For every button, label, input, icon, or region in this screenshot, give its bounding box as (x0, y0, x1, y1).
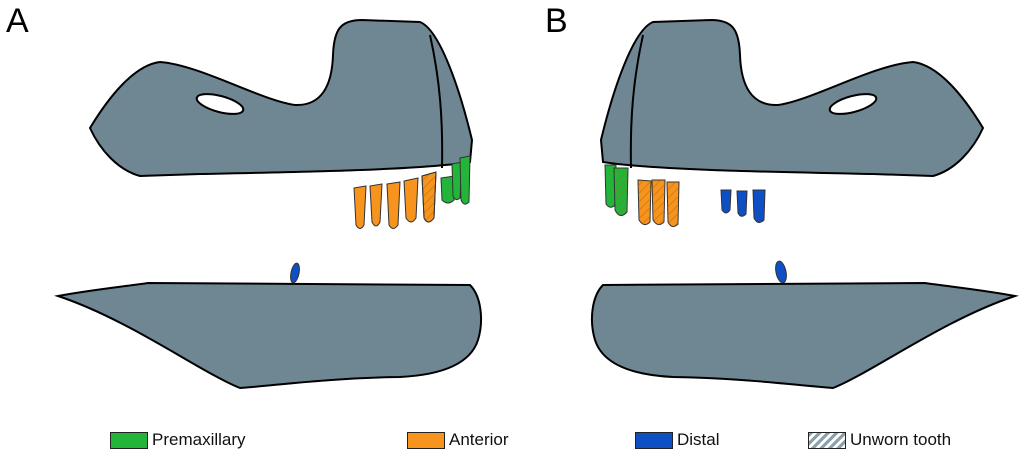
legend-anterior: Anterior (407, 430, 509, 450)
tooth-premaxillary (459, 155, 471, 205)
tooth-anterior-unworn (421, 171, 437, 223)
legend-label: Anterior (449, 430, 509, 449)
suture-line-a (429, 34, 444, 169)
tooth-distal-unworn (775, 260, 787, 284)
tooth-premaxillary (451, 161, 463, 201)
legend-label: Premaxillary (152, 430, 246, 449)
tooth-anterior (369, 183, 383, 227)
teeth-a (353, 155, 471, 229)
upper-jaw-b (599, 18, 985, 178)
legend-premaxillary: Premaxillary (110, 430, 246, 450)
tooth-distal (736, 190, 748, 217)
tooth-distal (752, 189, 766, 224)
tooth-anterior (353, 185, 367, 229)
tooth-distal (290, 262, 300, 284)
upper-jaw-a (88, 18, 474, 178)
panel-label-b: B (545, 2, 568, 40)
legend-label: Distal (677, 430, 720, 449)
panel-b-drawing (590, 18, 1019, 390)
lower-jaw-a (54, 281, 483, 390)
lower-jaw-b (590, 281, 1019, 390)
panel-a-drawing (54, 18, 483, 390)
suture-line-b (629, 34, 644, 169)
unworn-hatching (614, 168, 679, 227)
tooth-distal-unworn (720, 189, 732, 214)
tooth-anterior (403, 177, 419, 223)
legend-swatch-blue (635, 431, 673, 449)
legend-swatch-hatched (808, 431, 846, 449)
legend-label: Unworn tooth (850, 430, 952, 449)
fenestra-b (828, 93, 878, 115)
fenestra-a (195, 93, 245, 115)
teeth-b (604, 164, 787, 284)
legend-swatch-orange (407, 431, 445, 449)
panel-label-a: A (6, 2, 29, 40)
tooth-anterior (386, 181, 401, 229)
legend-distal: Distal (635, 430, 720, 450)
legend-swatch-green (110, 431, 148, 449)
legend-unworn: Unworn tooth (808, 430, 951, 450)
tooth-premaxillary (440, 175, 456, 204)
